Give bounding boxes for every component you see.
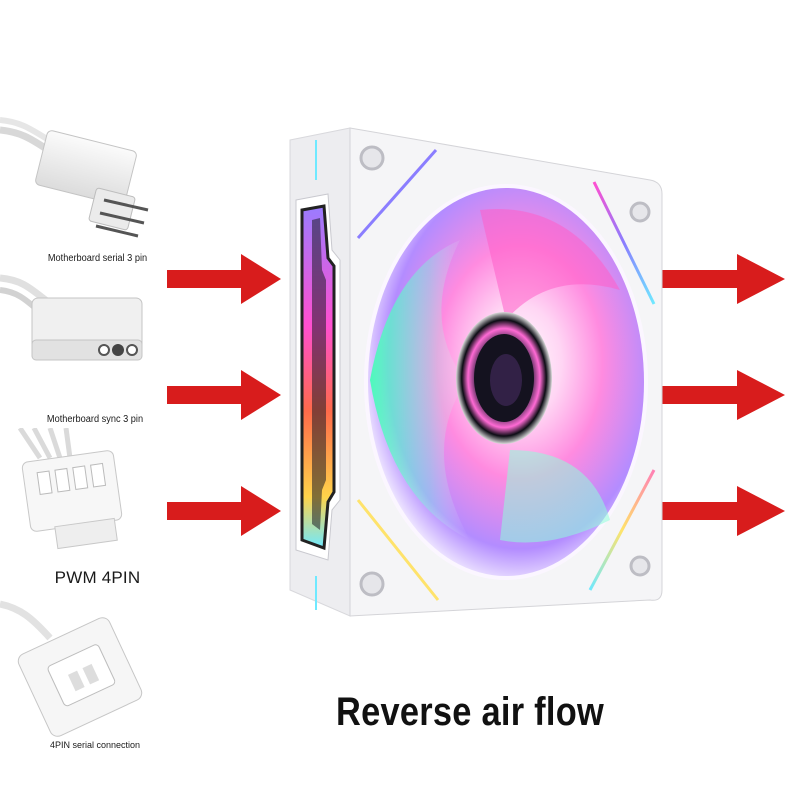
- airflow-in-arrow-icon: [167, 486, 281, 536]
- airflow-in-arrows: [167, 254, 281, 536]
- airflow-in-arrow-icon: [167, 254, 281, 304]
- airflow-out-arrow-icon: [647, 486, 785, 536]
- airflow-out-arrow-icon: [647, 254, 785, 304]
- airflow-out-arrow-icon: [647, 370, 785, 420]
- connector-label-serial-3pin: Motherboard serial 3 pin: [47, 253, 148, 264]
- argb-3pin-sync-connector-icon: [0, 274, 143, 361]
- argb-3pin-serial-connector-icon: [0, 117, 149, 238]
- 4pin-serial-connector-icon: [0, 600, 143, 737]
- reverse-airflow-headline: Reverse air flow: [336, 690, 604, 734]
- reverse-airflow-rgb-fan-icon: [289, 127, 663, 617]
- connector-label-4pin-serial: 4PIN serial connection: [49, 740, 141, 750]
- airflow-out-arrows: [647, 254, 785, 536]
- connector-label-sync-3pin: Motherboard sync 3 pin: [46, 414, 144, 425]
- pwm-4pin-connector-icon: [17, 428, 123, 550]
- airflow-in-arrow-icon: [167, 370, 281, 420]
- connector-label-pwm-4pin: PWM 4PIN: [54, 568, 141, 587]
